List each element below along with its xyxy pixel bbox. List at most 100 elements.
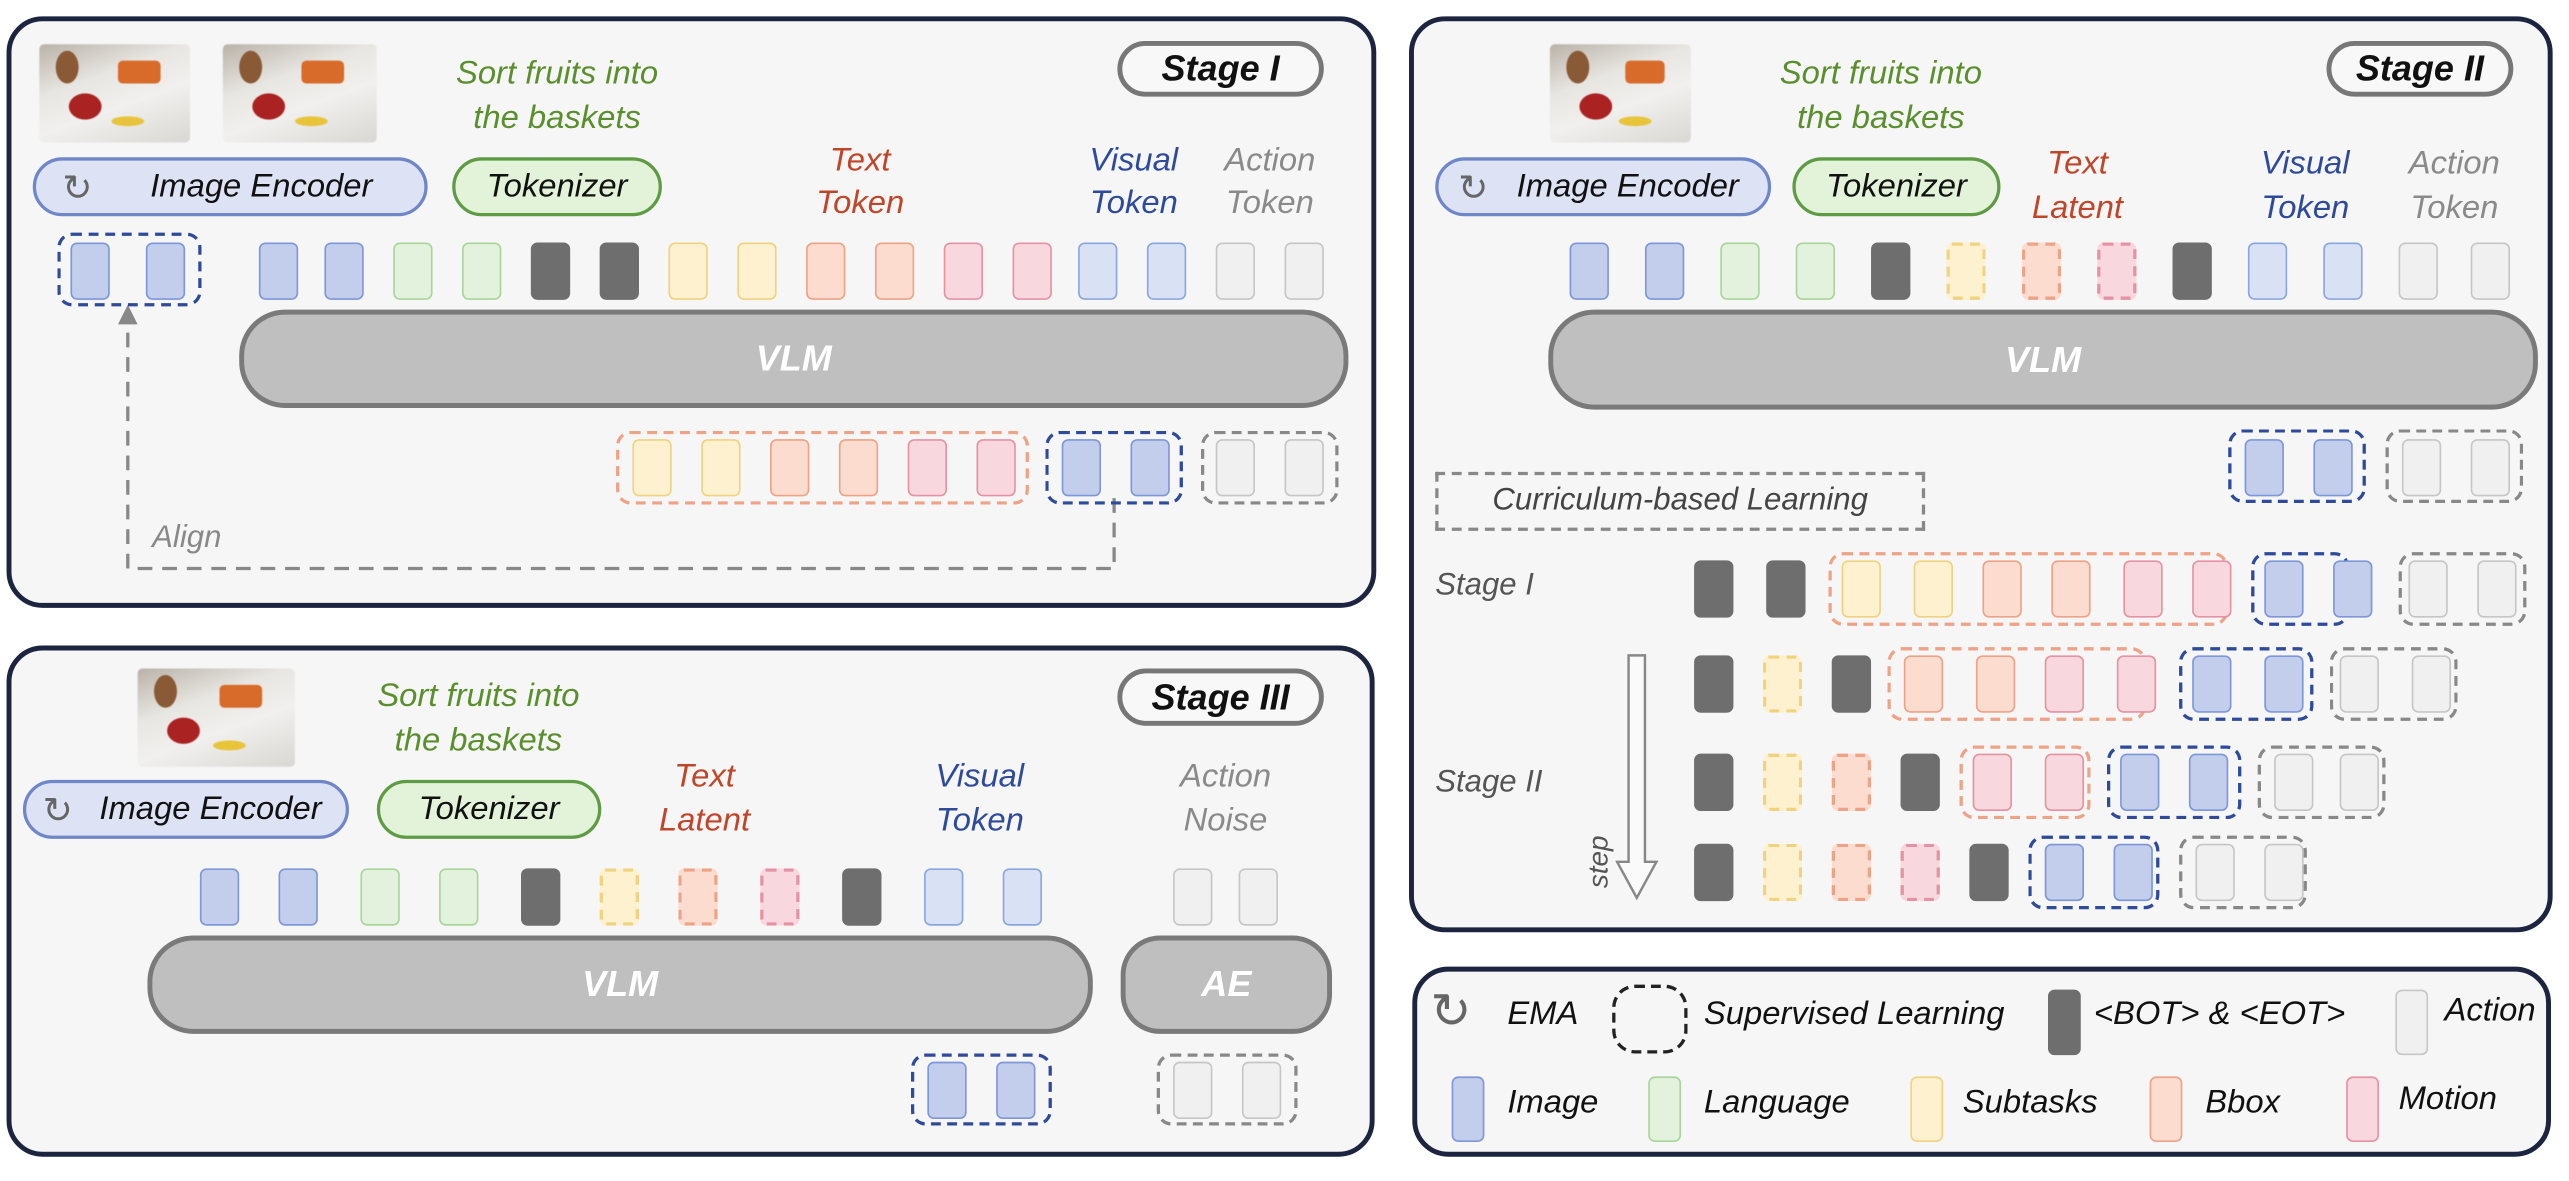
image-token	[324, 242, 364, 300]
motion-token	[2116, 655, 2157, 713]
action-token-label-2: Token	[1225, 185, 1314, 222]
supervised-group	[1200, 430, 1339, 505]
bot_eot-token	[842, 868, 882, 926]
curriculum-box: Curriculum-based Learning	[1435, 471, 1926, 531]
bbox-token	[2021, 242, 2062, 300]
supervised-group	[2106, 745, 2242, 820]
step-label: step	[1582, 835, 1614, 889]
legend-ema: EMA	[1507, 996, 1579, 1033]
subtasks-token	[1910, 1076, 1944, 1142]
subtasks-token	[1913, 560, 1953, 618]
subtasks-token	[1762, 753, 1803, 812]
action-token	[2195, 843, 2235, 902]
supervised-learning-icon	[1612, 984, 1688, 1054]
image-token	[1130, 439, 1170, 497]
curriculum-label: Curriculum-based Learning	[1492, 483, 1868, 518]
text-latent-label-2: Latent	[658, 802, 751, 839]
image-token	[1451, 1076, 1485, 1142]
visual-token	[924, 868, 964, 926]
bbox-token	[1831, 753, 1872, 812]
supervised-group	[1156, 1053, 1298, 1126]
text-token-label-1: Text	[829, 142, 891, 179]
bot_eot-token	[1831, 655, 1872, 713]
visual-token	[2323, 242, 2363, 300]
visual-token-label-2: Token	[935, 802, 1024, 839]
image-token	[1061, 439, 1102, 497]
instruction-line-2: the baskets	[1797, 99, 1965, 136]
visual-token	[2247, 242, 2288, 300]
visual-token-label-2: Token	[1089, 185, 1178, 222]
vlm-block: VLM	[239, 309, 1349, 408]
action-token	[1215, 242, 1256, 300]
bot_eot-token	[1694, 560, 1734, 618]
visual-token-label-1: Visual	[2260, 145, 2350, 182]
motion-token	[1972, 753, 2012, 812]
vlm-block: VLM	[1548, 309, 2538, 410]
action-token	[2470, 242, 2511, 300]
action-token	[1284, 439, 1324, 497]
supervised-group	[2329, 647, 2458, 721]
bot_eot-token	[1694, 753, 1734, 812]
stage2-badge: Stage II	[2326, 40, 2514, 97]
action-token	[2408, 560, 2448, 618]
action-noise-label-2: Noise	[1183, 802, 1268, 839]
image-encoder: ↻Image Encoder	[1435, 157, 1772, 217]
supervised-group	[2257, 745, 2386, 820]
legend-supervised: Supervised Learning	[1703, 996, 2005, 1033]
visual-token-label-1: Visual	[1089, 142, 1179, 179]
image-encoder-label: Image Encoder	[99, 790, 322, 827]
motion-token	[2097, 242, 2137, 300]
scene-image-1	[39, 44, 191, 143]
image-token	[2044, 843, 2085, 902]
bot_eot-token	[530, 242, 571, 300]
visual-token	[1078, 242, 1118, 300]
supervised-group	[1828, 552, 2229, 626]
action-token	[2401, 439, 2442, 497]
image-encoder-label: Image Encoder	[150, 167, 373, 204]
action-expert-block: AE	[1120, 935, 1333, 1034]
subtasks-token	[701, 439, 741, 497]
image-token	[927, 1061, 967, 1120]
supervised-group	[1045, 430, 1183, 505]
action-token	[2339, 655, 2379, 713]
align-label: Align	[152, 521, 222, 556]
image-encoder-label: Image Encoder	[1516, 167, 1739, 204]
legend-action: Action	[2444, 992, 2536, 1029]
vlm-block: VLM	[147, 935, 1093, 1034]
motion-token	[907, 439, 947, 497]
image-token	[2188, 753, 2229, 812]
action-token	[2264, 843, 2304, 902]
supervised-group	[2028, 835, 2160, 910]
image-token	[2264, 655, 2304, 713]
subtasks-token	[1841, 560, 1881, 618]
text-token-label-2: Token	[816, 185, 905, 222]
instruction-line-2: the baskets	[394, 722, 563, 759]
legend-motion: Motion	[2398, 1081, 2497, 1118]
bot_eot-token	[1766, 560, 1806, 618]
bot_eot-token	[599, 242, 639, 300]
image-encoder: ↻Image Encoder	[22, 779, 349, 839]
motion-token	[2346, 1076, 2379, 1142]
image-token	[2333, 560, 2373, 618]
bbox-token	[770, 439, 810, 497]
action-token	[1173, 1061, 1213, 1120]
action-token	[2398, 242, 2438, 300]
bbox-token	[2051, 560, 2091, 618]
image-token	[70, 242, 110, 300]
visual-token-label-1: Visual	[935, 758, 1025, 795]
action-token	[2470, 439, 2511, 497]
text-latent-label-1: Text	[2047, 145, 2108, 182]
image-encoder: ↻Image Encoder	[32, 157, 428, 217]
text-latent-label-2: Latent	[2031, 190, 2124, 227]
language-token	[462, 242, 502, 300]
bbox-token	[874, 242, 915, 300]
text-latent-label-1: Text	[674, 758, 735, 795]
action-token-label-1: Action	[1224, 142, 1316, 179]
image-token	[278, 868, 318, 926]
image-token	[2264, 560, 2304, 618]
subtasks-token	[599, 868, 639, 926]
action-noise-label-1: Action	[1179, 758, 1272, 795]
bot_eot-token	[1694, 655, 1734, 713]
tokenizer: Tokenizer	[452, 157, 662, 217]
